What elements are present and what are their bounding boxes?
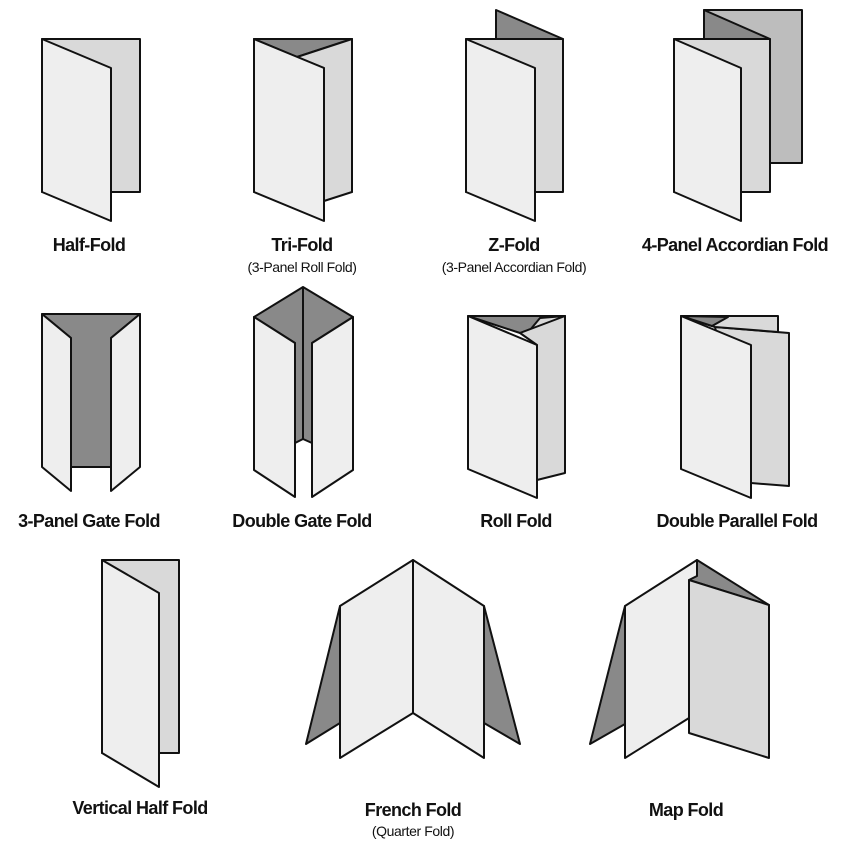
right-flap — [311, 316, 354, 498]
right-wing — [483, 605, 521, 745]
left-panel — [339, 559, 414, 759]
front-panel — [467, 315, 538, 499]
front-panel — [101, 559, 160, 788]
front-panel — [465, 38, 536, 222]
french-fold-illustration — [305, 559, 521, 759]
four-panel-accordian-illustration — [673, 9, 803, 222]
roll-fold-illustration — [467, 315, 566, 499]
left-flap — [253, 316, 296, 498]
left-wing — [305, 605, 341, 745]
vertical-half-fold-illustration — [101, 559, 180, 788]
french-fold-label: French Fold — [365, 800, 461, 820]
tri-fold-illustration — [253, 38, 353, 222]
gate-fold-label: 3-Panel Gate Fold — [18, 511, 160, 531]
french-fold-sublabel: (Quarter Fold) — [372, 823, 454, 839]
double-parallel-fold-label: Double Parallel Fold — [656, 511, 817, 531]
front-panel — [673, 38, 742, 222]
double-gate-fold-illustration — [253, 286, 354, 498]
vertical-half-fold-label: Vertical Half Fold — [72, 798, 207, 818]
right-flap — [110, 313, 141, 492]
z-fold-illustration — [465, 9, 564, 222]
front-panel — [253, 38, 325, 222]
map-fold-illustration — [589, 559, 770, 759]
left-flap — [41, 313, 72, 492]
tri-fold-sublabel: (3-Panel Roll Fold) — [247, 259, 356, 275]
left-wing — [589, 605, 626, 745]
right-panel — [412, 559, 485, 759]
half-fold-illustration — [41, 38, 141, 222]
map-fold-label: Map Fold — [649, 800, 723, 820]
front-panel — [41, 38, 112, 222]
back-panel — [495, 9, 564, 40]
half-fold-label: Half-Fold — [53, 235, 126, 255]
double-gate-fold-label: Double Gate Fold — [232, 511, 371, 531]
right-panel — [688, 579, 770, 759]
double-parallel-fold-illustration — [680, 315, 790, 499]
four-panel-accordian-label: 4-Panel Accordian Fold — [642, 235, 828, 255]
tri-fold-label: Tri-Fold — [271, 235, 332, 255]
left-panel — [624, 559, 698, 759]
front-panel — [680, 315, 752, 499]
z-fold-label: Z-Fold — [488, 235, 539, 255]
z-fold-sublabel: (3-Panel Accordian Fold) — [442, 259, 586, 275]
roll-fold-label: Roll Fold — [480, 511, 552, 531]
inner-shadow — [680, 315, 729, 327]
gate-fold-illustration — [41, 313, 141, 492]
